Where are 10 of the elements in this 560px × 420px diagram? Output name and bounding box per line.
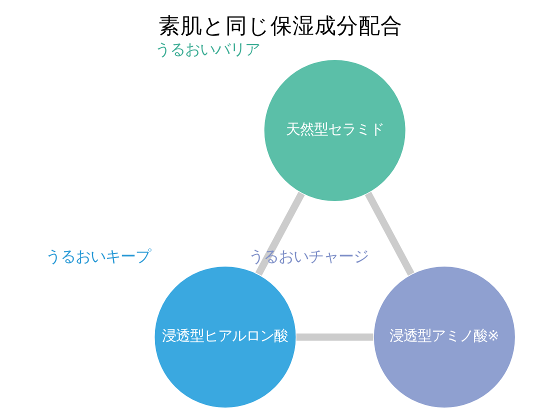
- node-circle: 浸透型ヒアルロン酸: [153, 266, 296, 409]
- node-label: うるおいキープ: [45, 247, 150, 266]
- node-circle: 天然型セラミド: [262, 59, 406, 202]
- connector: [296, 334, 373, 341]
- node-label: うるおいバリア: [154, 40, 260, 59]
- node-circle: 浸透型アミノ酸※: [372, 266, 516, 409]
- connector: [254, 192, 304, 276]
- node-label: うるおいチャージ: [248, 247, 368, 266]
- connector: [364, 192, 414, 276]
- diagram-title: 素肌と同じ保湿成分配合: [158, 14, 402, 39]
